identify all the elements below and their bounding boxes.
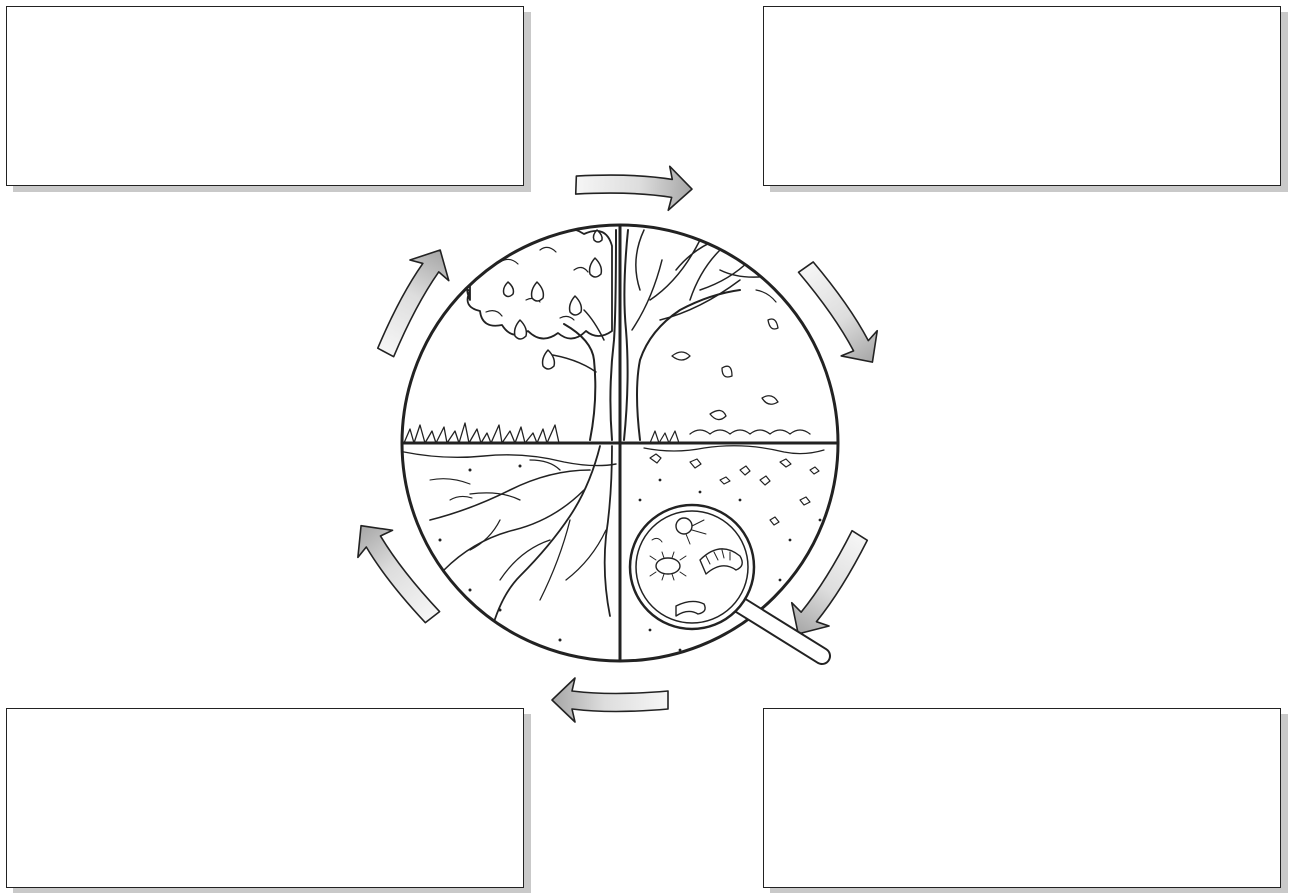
- cycle-arrow-icon: [552, 678, 668, 722]
- cycle-arrow-icon: [575, 163, 692, 211]
